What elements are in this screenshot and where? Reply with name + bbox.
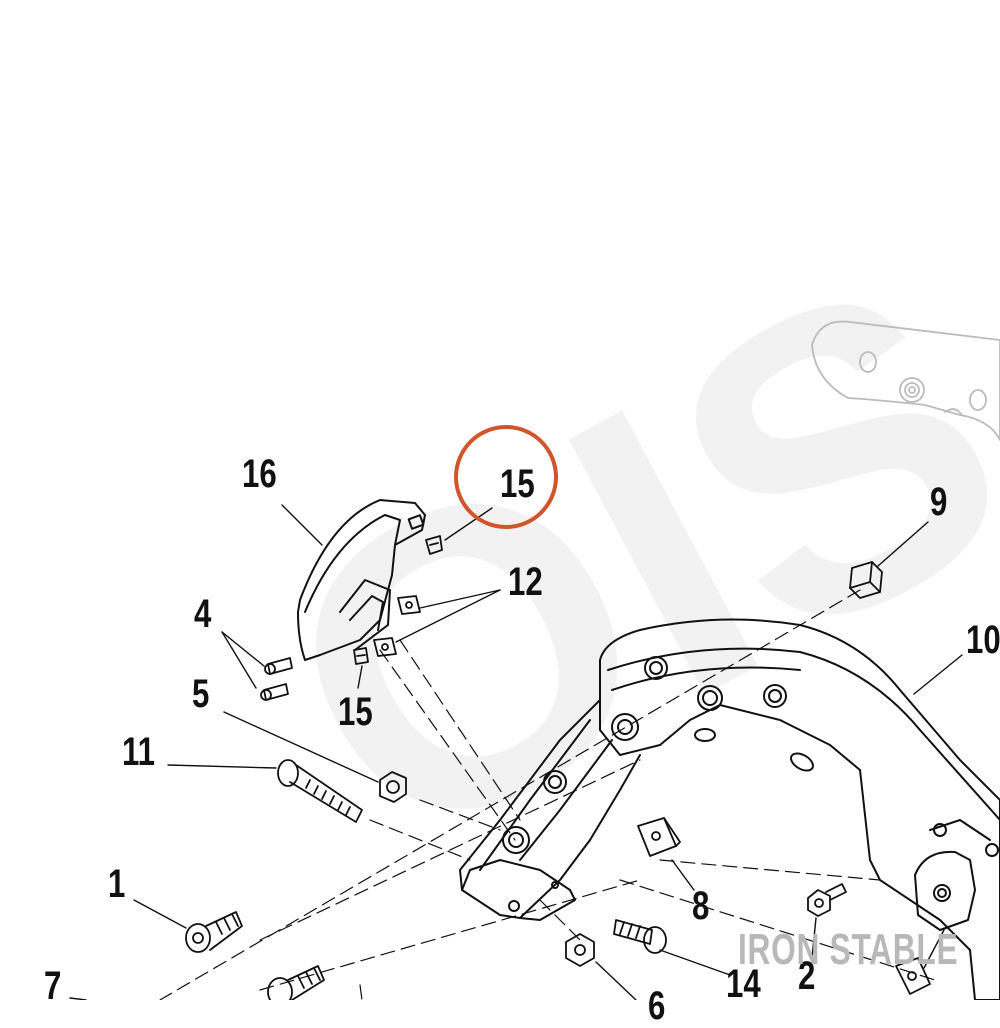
callout-2: 2 bbox=[798, 954, 816, 998]
part-16-cover bbox=[297, 499, 426, 661]
callout-11: 11 bbox=[122, 730, 155, 774]
watermark-text: IRON STABLE bbox=[738, 925, 959, 974]
callout-14: 14 bbox=[726, 962, 761, 1006]
part-8-clip bbox=[637, 817, 681, 857]
exploded-parts-diagram bbox=[69, 320, 1000, 1000]
part-2-bolt bbox=[807, 883, 847, 917]
callout-8: 8 bbox=[692, 884, 710, 928]
callout-10: 10 bbox=[966, 618, 1000, 662]
callout-9: 9 bbox=[930, 480, 948, 524]
callout-7: 7 bbox=[44, 964, 62, 1008]
part-11-bolt bbox=[277, 759, 363, 823]
assembly-lines bbox=[159, 589, 936, 1000]
callout-1: 1 bbox=[108, 862, 126, 906]
lower-right-clip bbox=[895, 957, 931, 995]
part-6-nut bbox=[565, 933, 595, 967]
callout-15-lower: 15 bbox=[338, 690, 373, 734]
part-15-screw-top bbox=[425, 535, 443, 555]
part-15-screw-bottom bbox=[353, 647, 369, 665]
leader-lines bbox=[69, 504, 963, 1000]
highlight-circle bbox=[454, 425, 558, 529]
part-5-nut bbox=[379, 771, 407, 803]
part-1-bolt bbox=[185, 911, 243, 953]
ghost-bracket-part bbox=[811, 320, 1000, 441]
callout-16: 16 bbox=[242, 452, 277, 496]
part-14-bolt bbox=[613, 919, 667, 954]
callout-5: 5 bbox=[192, 672, 210, 716]
part-10-main-bracket bbox=[459, 618, 1000, 1000]
callout-12: 12 bbox=[508, 560, 543, 604]
callout-4: 4 bbox=[194, 592, 212, 636]
part-9-block bbox=[849, 561, 883, 599]
part-4-screws bbox=[260, 657, 293, 701]
part-12-clips bbox=[373, 595, 421, 657]
callout-15-highlighted: 15 bbox=[500, 462, 535, 506]
part-7-bolt bbox=[267, 965, 325, 1000]
callout-6: 6 bbox=[648, 984, 666, 1028]
